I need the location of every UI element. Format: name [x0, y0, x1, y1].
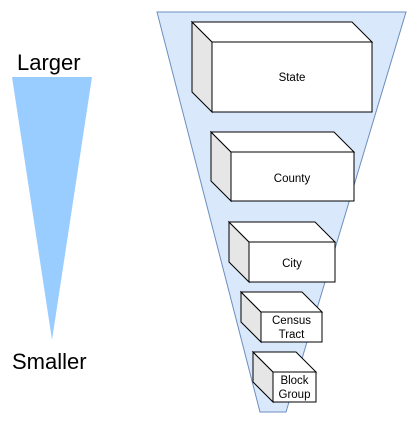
level-box-state: State [190, 20, 374, 114]
larger-label: Larger [17, 50, 81, 75]
block-group-line-2: Group [279, 389, 311, 401]
census-tract-line-2: Tract [279, 329, 306, 341]
block-group-line-1: Block [280, 375, 308, 387]
size-wedge [12, 77, 92, 340]
level-label-state: State [279, 72, 306, 84]
level-label-city: City [282, 258, 302, 270]
level-box-county: County [209, 130, 356, 203]
level-box-city: City [227, 220, 337, 284]
smaller-label: Smaller [12, 349, 87, 374]
level-label-county: County [274, 173, 311, 185]
census-tract-line-1: Census [272, 315, 311, 327]
